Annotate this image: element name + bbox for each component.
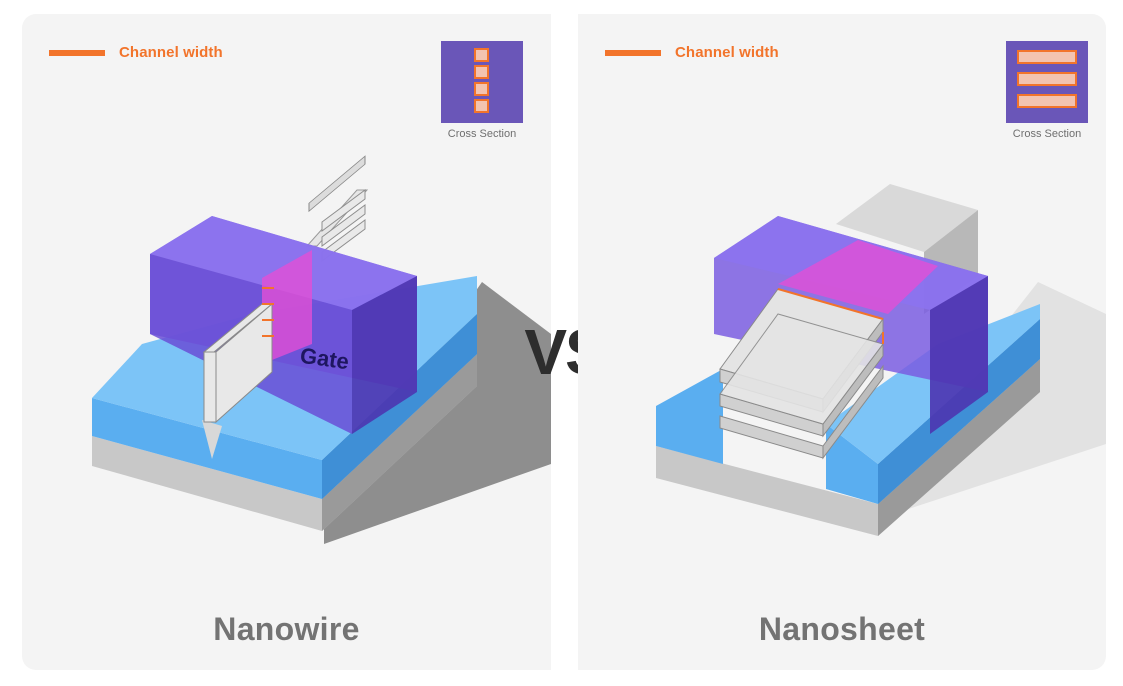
channel-width-legend-icon <box>49 49 105 56</box>
cross-section-icon <box>1006 41 1088 123</box>
channel-width-legend: Channel width <box>605 44 779 61</box>
legend-label: Channel width <box>119 44 223 61</box>
panel-title: Nanosheet <box>758 611 926 647</box>
nanosheet-panel: Channel width Cross Section <box>578 14 1106 670</box>
cross-section-icon <box>441 41 523 123</box>
cross-section-caption: Cross Section <box>447 128 517 140</box>
channel-width-legend-icon <box>605 49 661 56</box>
panel-title: Nanowire <box>213 611 360 647</box>
cross-section-caption: Cross Section <box>1012 128 1082 140</box>
nanowire-panel: Channel width Cross Section <box>22 14 551 670</box>
legend-label: Channel width <box>675 44 779 61</box>
channel-width-legend: Channel width <box>49 44 223 61</box>
nanosheet-device-icon <box>656 184 1106 536</box>
nanowire-device-icon <box>92 155 551 544</box>
